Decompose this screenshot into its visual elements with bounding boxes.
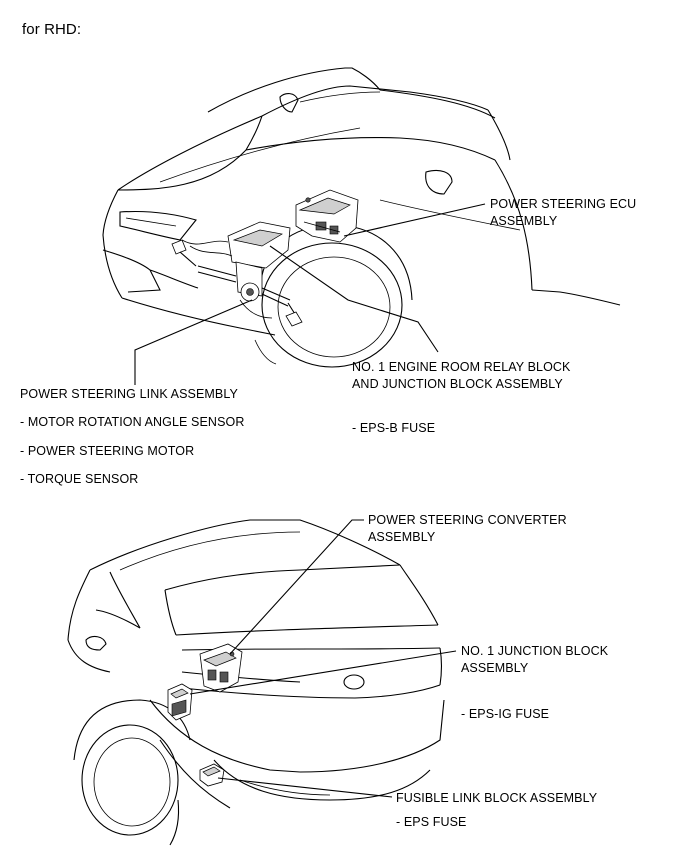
converter-label-line1: POWER STEERING CONVERTER: [368, 513, 567, 527]
relay-block-leader-line: [269, 245, 439, 353]
junction-block-leader-line: [189, 650, 457, 695]
front-vehicle-outline: [102, 67, 621, 368]
converter-leader-line: [229, 519, 364, 655]
relay-block-label-line1: NO. 1 ENGINE ROOM RELAY BLOCK: [352, 360, 571, 374]
eps-ig-fuse-label: - EPS-IG FUSE: [461, 707, 550, 721]
eps-b-fuse-label: - EPS-B FUSE: [352, 421, 436, 435]
link-assembly-item: - POWER STEERING MOTOR: [20, 444, 195, 458]
fusible-link-label: FUSIBLE LINK BLOCK ASSEMBLY: [396, 791, 598, 805]
page-title: for RHD:: [22, 21, 82, 38]
ecu-label-line1: POWER STEERING ECU: [490, 197, 637, 211]
link-assembly-title: POWER STEERING LINK ASSEMBLY: [20, 387, 238, 401]
power-steering-ecu-part: [295, 189, 359, 243]
power-steering-converter-part: [199, 643, 243, 693]
link-assembly-leader-line: [134, 299, 253, 385]
power-steering-link-part: [171, 221, 303, 327]
relay-block-label-line2: AND JUNCTION BLOCK ASSEMBLY: [352, 377, 563, 391]
ecu-leader-line: [343, 203, 486, 237]
junction-block-label-line1: NO. 1 JUNCTION BLOCK: [461, 644, 609, 658]
junction-block-part: [167, 683, 193, 721]
junction-block-label-line2: ASSEMBLY: [461, 661, 529, 675]
fusible-link-leader-line: [217, 777, 393, 798]
link-assembly-item: - TORQUE SENSOR: [20, 472, 139, 486]
rear-vehicle-outline: [67, 519, 445, 846]
ecu-label-line2: ASSEMBLY: [490, 214, 558, 228]
eps-fuse-label: - EPS FUSE: [396, 815, 467, 829]
link-assembly-item: - MOTOR ROTATION ANGLE SENSOR: [20, 415, 245, 429]
fusible-link-block-part: [199, 763, 225, 787]
converter-label-line2: ASSEMBLY: [368, 530, 436, 544]
